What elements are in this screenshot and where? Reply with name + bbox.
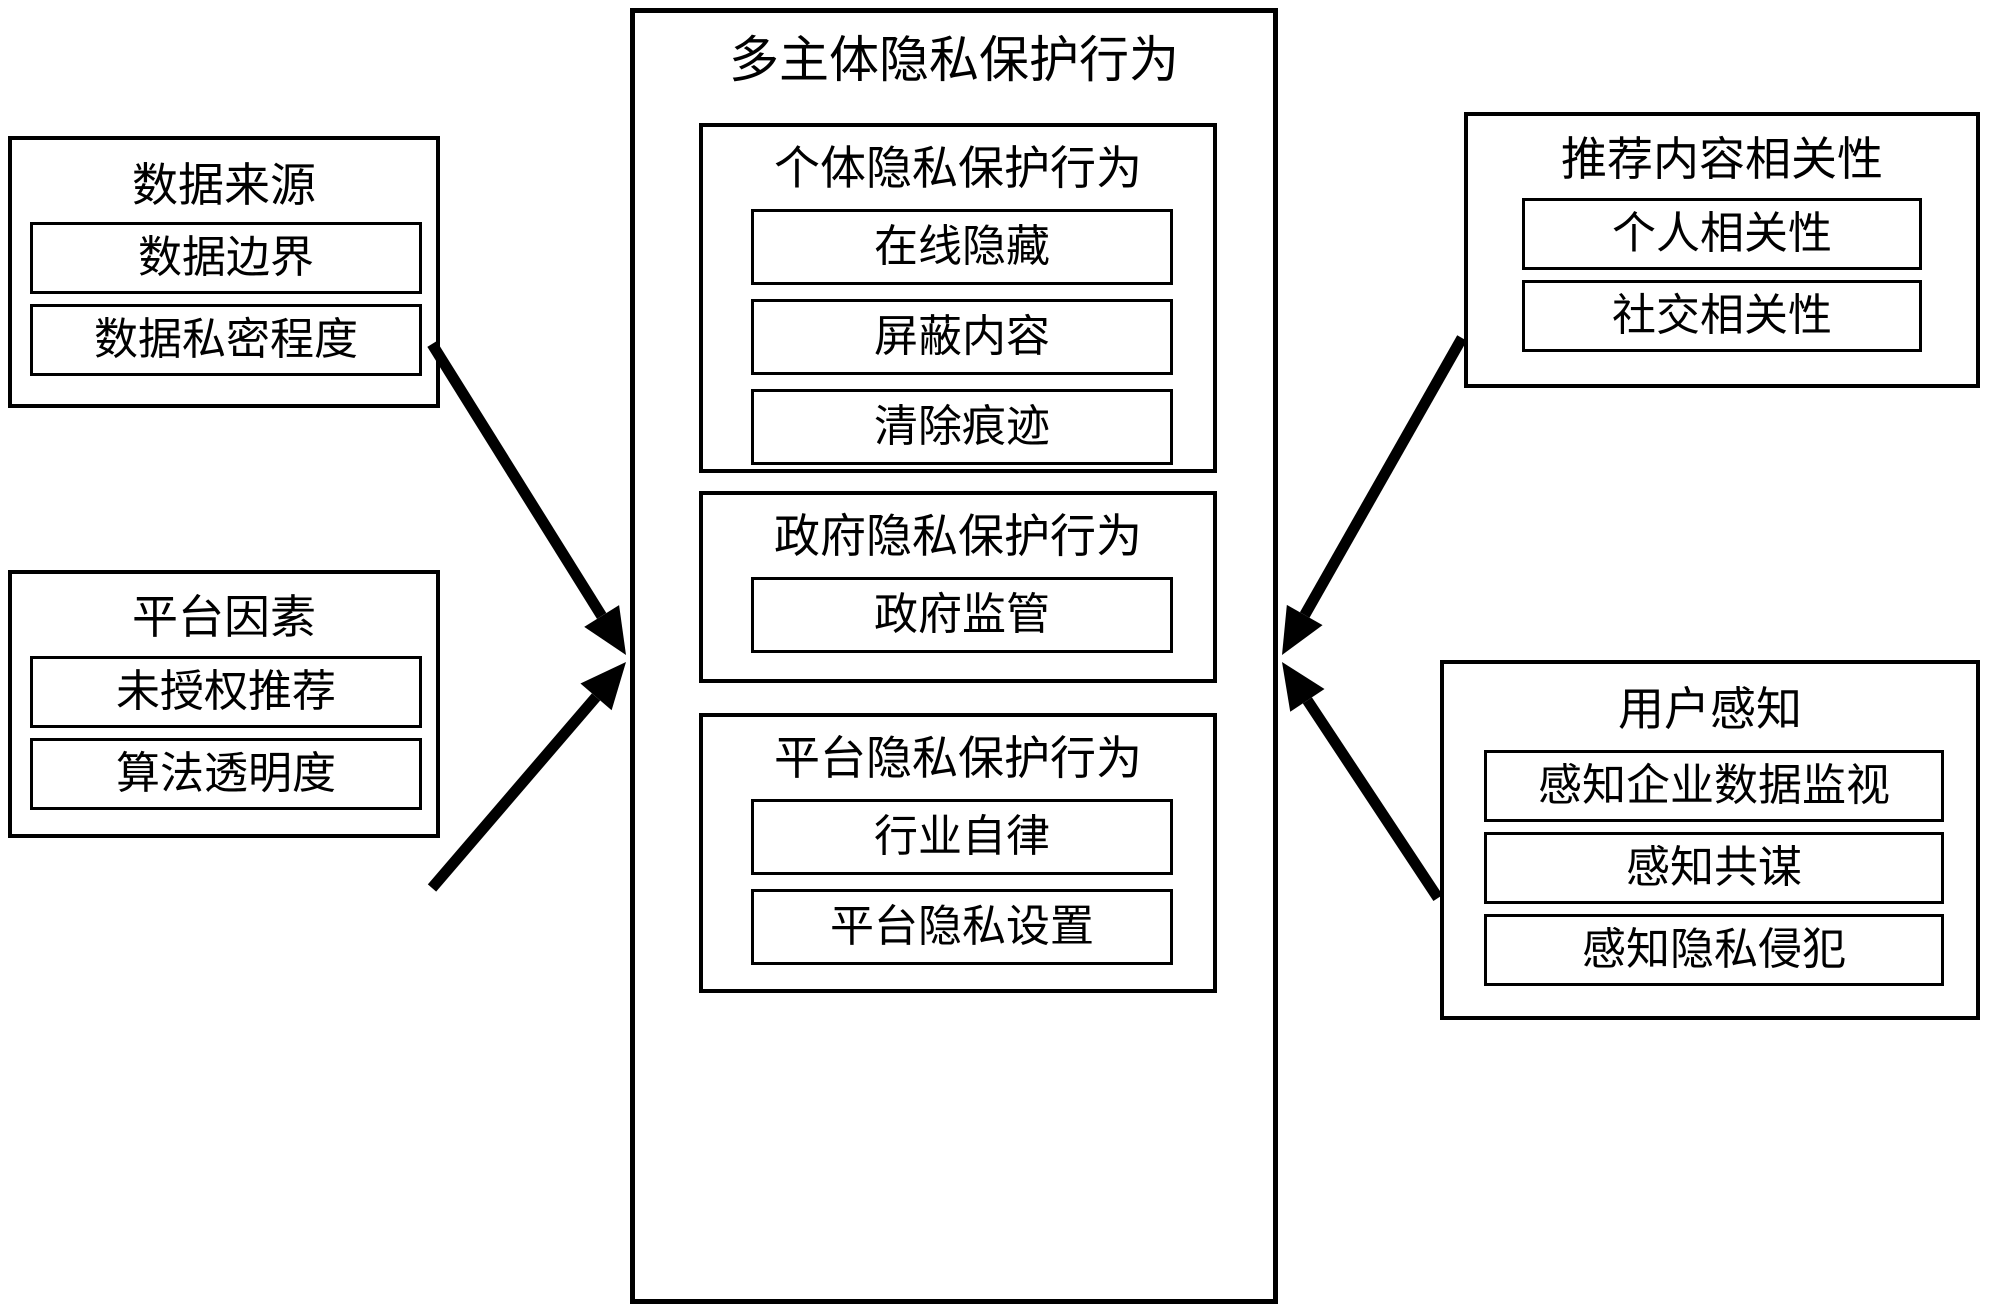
perceived-collusion-label: 感知共谋 [1626,842,1802,893]
clear-traces-label: 清除痕迹 [874,401,1050,452]
arrow-user-perception-to-center-shaft [1302,697,1443,902]
block-content-item[interactable]: 屏蔽内容 [751,299,1173,375]
data-boundary-item[interactable]: 数据边界 [30,222,422,294]
clear-traces-item[interactable]: 清除痕迹 [751,389,1173,465]
industry-self-discipline-label: 行业自律 [874,811,1050,862]
government-regulation-label: 政府监管 [874,589,1050,640]
arrow-data-source-to-center-shaft [427,341,607,619]
government-privacy-group-title: 政府隐私保护行为 [774,509,1142,563]
arrow-user-perception-to-center-head [1282,662,1325,712]
arrow-platform-factor-to-center-shaft [427,693,601,892]
algorithm-transparency-label: 算法透明度 [116,748,336,799]
user-perception-group: 用户感知 感知企业数据监视 感知共谋 感知隐私侵犯 [1440,660,1980,1020]
platform-factor-group-title: 平台因素 [132,590,316,644]
online-hiding-label: 在线隐藏 [874,221,1050,272]
arrow-platform-factor-to-center-head [580,662,626,711]
platform-privacy-settings-label: 平台隐私设置 [830,901,1094,952]
arrow-data-source-to-center-head [584,605,626,655]
social-relevance-item[interactable]: 社交相关性 [1522,280,1922,352]
recommendation-relevance-group: 推荐内容相关性 个人相关性 社交相关性 [1464,112,1980,388]
arrow-recommendation-to-center-shaft [1299,335,1467,618]
platform-privacy-group-title: 平台隐私保护行为 [774,731,1142,785]
arrow-recommendation-to-center-head [1282,604,1323,655]
industry-self-discipline-item[interactable]: 行业自律 [751,799,1173,875]
multi-agent-privacy-protection-container: 多主体隐私保护行为 个体隐私保护行为 在线隐藏 屏蔽内容 清除痕迹 政府隐私保护… [630,8,1278,1304]
perceived-privacy-invasion-item[interactable]: 感知隐私侵犯 [1484,914,1944,986]
perceived-corporate-data-surveillance-item[interactable]: 感知企业数据监视 [1484,750,1944,822]
data-privacy-degree-item[interactable]: 数据私密程度 [30,304,422,376]
block-content-label: 屏蔽内容 [874,311,1050,362]
center-container-title: 多主体隐私保护行为 [729,31,1179,89]
government-regulation-item[interactable]: 政府监管 [751,577,1173,653]
perceived-collusion-item[interactable]: 感知共谋 [1484,832,1944,904]
perceived-privacy-invasion-label: 感知隐私侵犯 [1582,924,1846,975]
data-boundary-label: 数据边界 [138,232,314,283]
data-source-group-title: 数据来源 [132,158,316,212]
social-relevance-label: 社交相关性 [1612,290,1832,341]
data-source-group: 数据来源 数据边界 数据私密程度 [8,136,440,408]
unauthorized-recommendation-label: 未授权推荐 [116,666,336,717]
data-privacy-degree-label: 数据私密程度 [94,314,358,365]
personal-relevance-label: 个人相关性 [1612,208,1832,259]
online-hiding-item[interactable]: 在线隐藏 [751,209,1173,285]
recommendation-relevance-group-title: 推荐内容相关性 [1561,132,1883,186]
platform-privacy-settings-item[interactable]: 平台隐私设置 [751,889,1173,965]
platform-privacy-group: 平台隐私保护行为 行业自律 平台隐私设置 [699,713,1217,993]
user-perception-group-title: 用户感知 [1618,682,1802,736]
unauthorized-recommendation-item[interactable]: 未授权推荐 [30,656,422,728]
personal-relevance-item[interactable]: 个人相关性 [1522,198,1922,270]
platform-factor-group: 平台因素 未授权推荐 算法透明度 [8,570,440,838]
government-privacy-group: 政府隐私保护行为 政府监管 [699,491,1217,683]
perceived-corporate-data-surveillance-label: 感知企业数据监视 [1538,760,1890,811]
individual-privacy-group: 个体隐私保护行为 在线隐藏 屏蔽内容 清除痕迹 [699,123,1217,473]
individual-privacy-group-title: 个体隐私保护行为 [774,141,1142,195]
algorithm-transparency-item[interactable]: 算法透明度 [30,738,422,810]
